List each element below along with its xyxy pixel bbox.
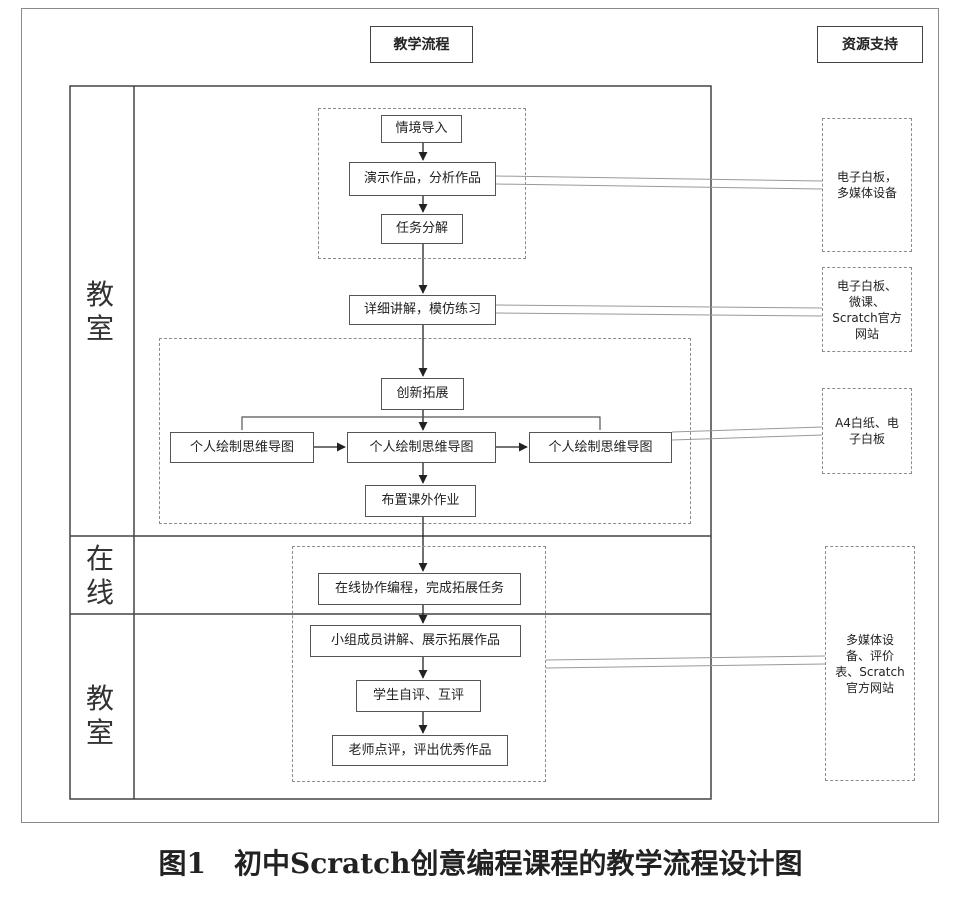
step-present: 小组成员讲解、展示拓展作品: [310, 625, 521, 657]
resource-3-line-2: 子白板: [848, 432, 885, 446]
stage-online: 在 线: [86, 542, 114, 610]
resource-box-1: 电子白板， 多媒体设备: [822, 118, 912, 252]
step-mindmap-2: 个人绘制思维导图: [347, 432, 496, 463]
resource-4-line-1: 多媒体设: [845, 632, 894, 647]
stage-online-char-1: 在: [86, 542, 115, 575]
step-intro: 情境导入: [381, 115, 462, 143]
mindmap-bracket: [241, 416, 601, 430]
step-online: 在线协作编程，完成拓展任务: [318, 573, 521, 605]
header-flow: 教学流程: [370, 26, 473, 63]
step-decompose: 任务分解: [381, 214, 463, 244]
resource-1-line-1: 电子白板，: [836, 170, 897, 184]
step-mindmap-1: 个人绘制思维导图: [170, 432, 314, 463]
group-online-classroom: [292, 546, 546, 782]
resource-4-line-2: 备、评价: [845, 648, 894, 663]
group-intro: [318, 108, 526, 259]
outer-frame: [21, 8, 939, 823]
resource-box-3: A4白纸、电 子白板: [822, 388, 912, 474]
step-selfeval: 学生自评、互评: [356, 680, 481, 712]
resource-box-4: 多媒体设 备、评价 表、Scratch 官方网站: [825, 546, 915, 781]
resource-4-line-3: 表、Scratch: [835, 664, 905, 679]
header-resource: 资源支持: [817, 26, 923, 63]
resource-2-line-2: 微课、: [848, 294, 885, 309]
stage-classroom-2-char-1: 教: [86, 682, 115, 715]
stage-classroom-2-char-2: 室: [86, 716, 115, 749]
resource-2-line-3: Scratch官方: [832, 310, 902, 325]
resource-3-line-1: A4白纸、电: [835, 416, 899, 430]
stage-classroom-1: 教 室: [86, 278, 114, 346]
stage-table: [69, 85, 712, 800]
step-demo: 演示作品，分析作品: [349, 162, 496, 196]
resource-1-line-2: 多媒体设备: [836, 186, 897, 200]
stage-online-char-2: 线: [86, 576, 115, 609]
resource-2-line-1: 电子白板、: [836, 278, 897, 293]
resource-4-line-4: 官方网站: [845, 680, 894, 695]
stage-classroom-1-char-1: 教: [86, 278, 115, 311]
resource-2-line-4: 网站: [854, 326, 879, 341]
step-mindmap-3: 个人绘制思维导图: [529, 432, 672, 463]
step-homework: 布置课外作业: [365, 485, 476, 517]
resource-box-2: 电子白板、 微课、 Scratch官方 网站: [822, 267, 912, 352]
step-explain: 详细讲解，模仿练习: [349, 295, 496, 325]
group-innovation: [159, 338, 691, 524]
figure-caption: 图1 初中Scratch创意编程课程的教学流程设计图: [158, 847, 803, 880]
stage-classroom-1-char-2: 室: [86, 312, 115, 345]
step-innovate: 创新拓展: [381, 378, 464, 410]
step-teacher: 老师点评，评出优秀作品: [332, 735, 508, 766]
stage-classroom-2: 教 室: [86, 682, 114, 750]
